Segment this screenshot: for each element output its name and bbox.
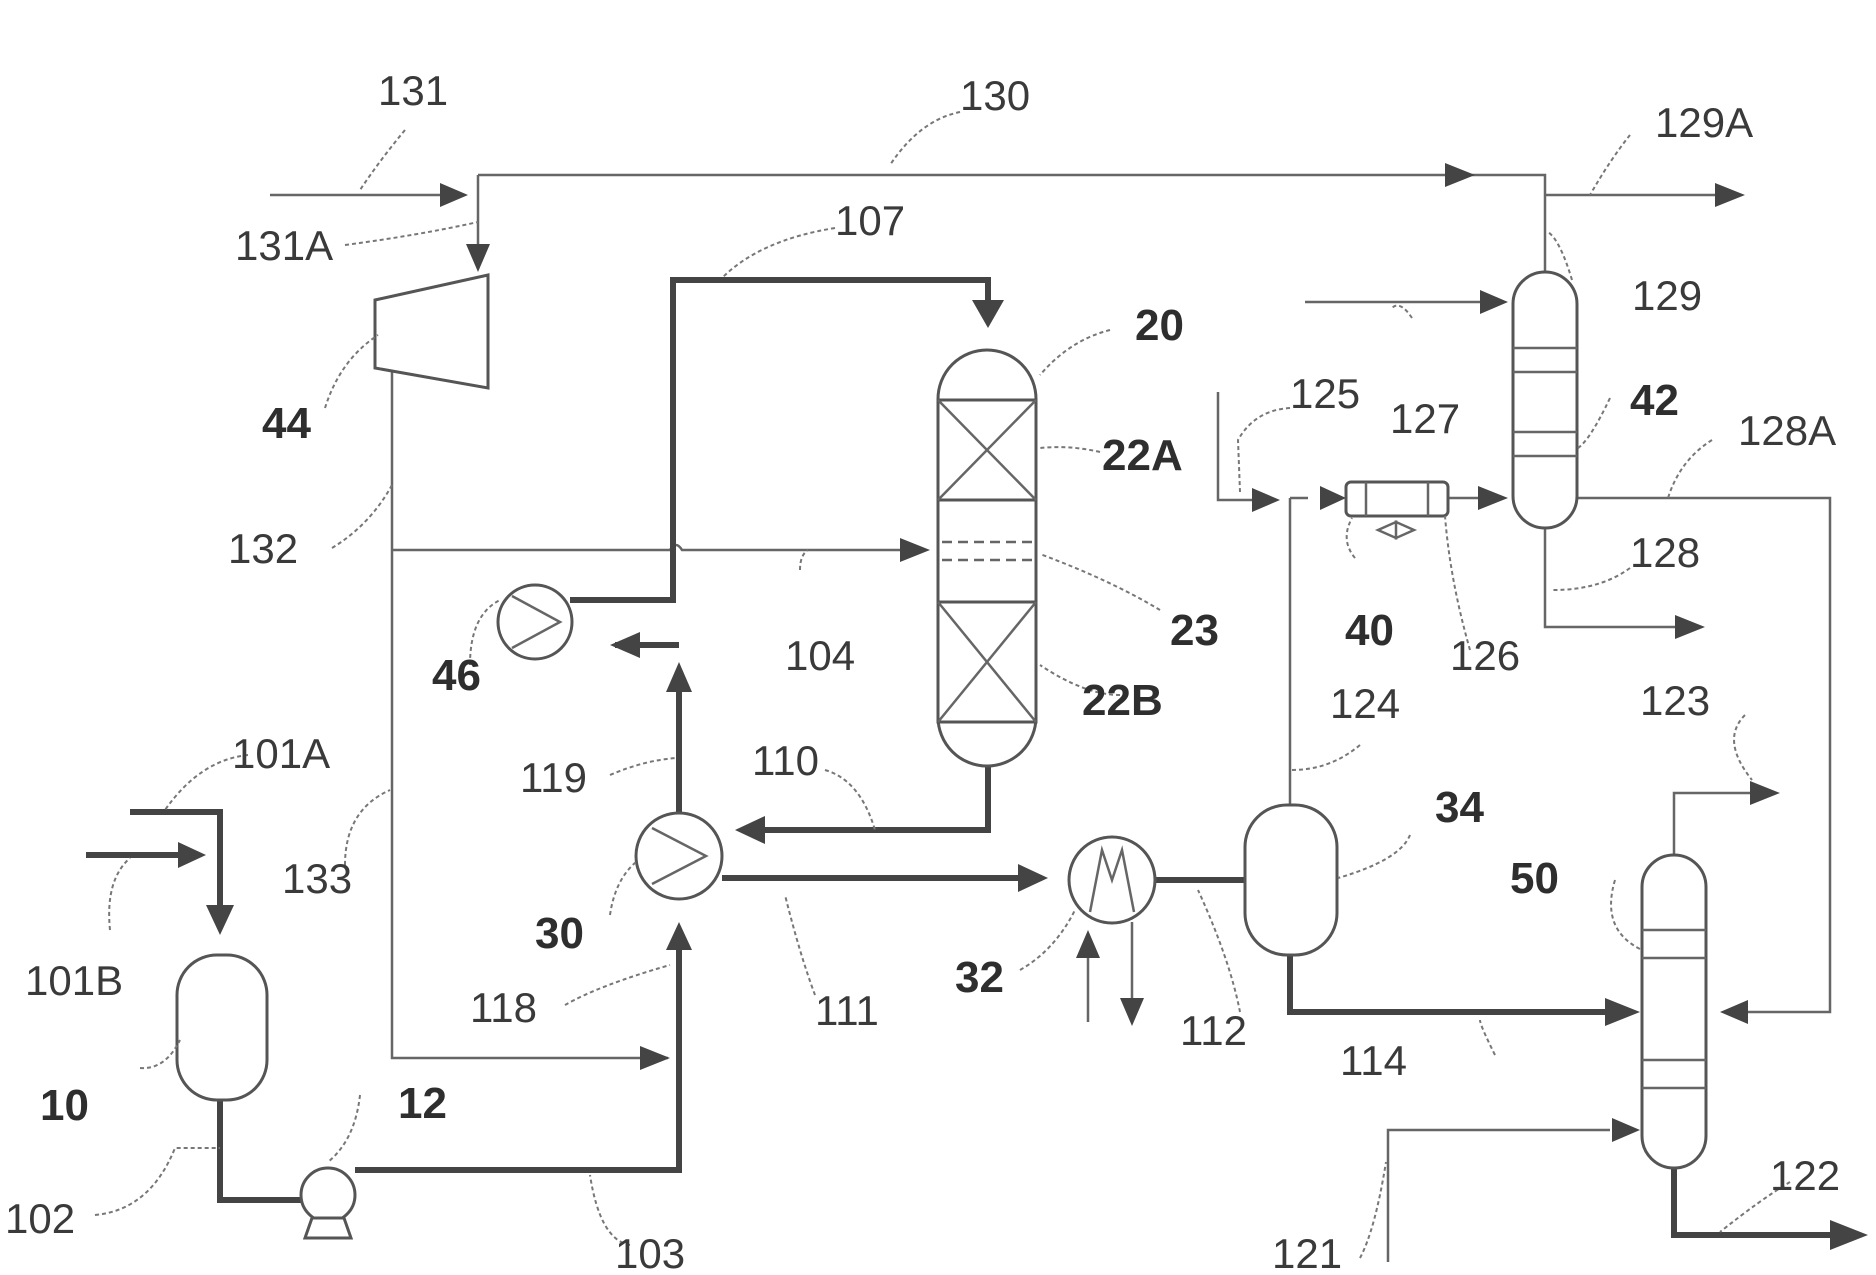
stream-label-107: 107 [835,197,905,244]
arrow-122 [1830,1220,1868,1250]
arrow-126 [1478,486,1508,510]
arrow-111 [1018,864,1048,892]
equipment-label-10: 10 [40,1081,89,1130]
arrow-133 [640,1046,670,1070]
equipment-label-20: 20 [1135,301,1184,350]
equipment-label-34: 34 [1435,783,1484,832]
stream-label-101A: 101A [232,730,330,777]
stream-label-132: 132 [228,525,298,572]
stream-label-110: 110 [752,737,819,784]
cooler-32 [1069,837,1155,923]
arrow-123 [1750,781,1780,805]
stream-label-130: 130 [960,72,1030,119]
stream-label-119: 119 [520,754,587,801]
equipment-label-22B: 22B [1082,676,1163,725]
stream-label-125: 125 [1290,370,1360,417]
arrow-114 [1605,998,1640,1026]
equipment-label-22A: 22A [1102,431,1183,480]
arrow-107 [972,300,1004,328]
stream-label-103: 103 [615,1230,685,1275]
equipment-label-42: 42 [1630,376,1679,425]
arrow-103 [666,922,692,950]
line-121 [1388,1130,1610,1262]
stream-label-129A: 129A [1655,99,1753,146]
stream-label-129: 129 [1632,272,1702,319]
stream-label-128A: 128A [1738,407,1836,454]
arrow-air-cooler-in [1320,486,1346,510]
stream-label-128: 128 [1630,529,1700,576]
stream-label-121: 121 [1272,1230,1342,1275]
stream-label-118: 118 [470,984,537,1031]
stream-label-114: 114 [1340,1037,1407,1084]
stripper-50 [1642,855,1706,1168]
arrow-128 [1675,615,1705,639]
arrow-131A [466,244,490,272]
line-132 [392,368,668,1058]
line-123 [1674,793,1758,855]
arrow-110 [735,816,765,844]
arrow-cooling-in [1076,930,1100,958]
equipment-label-23: 23 [1170,606,1219,655]
exchanger-30 [636,813,722,899]
line-102 [220,1100,303,1200]
arrow-129A [1715,183,1745,207]
line-103 [355,940,679,1170]
heater-46 [498,585,572,659]
stream-label-111: 111 [815,987,879,1034]
stream-labels: 131 131A 130 129A 107 129 125 127 128A 1… [5,67,1840,1275]
line-114 [1290,955,1610,1012]
arrow-128A [1720,1000,1748,1024]
compressor-44 [375,275,488,388]
stream-label-131: 131 [378,67,448,114]
equipment-label-40: 40 [1345,606,1394,655]
arrow-101B [178,842,206,868]
arrow-121 [1612,1118,1640,1142]
arrow-119 [666,662,692,692]
arrow-to-heater [610,632,640,658]
stream-label-112: 112 [1180,1007,1247,1054]
arrow-130 [1445,163,1475,187]
equipment-label-12: 12 [398,1079,447,1128]
separator-34 [1245,805,1337,955]
air-cooler-40 [1346,482,1448,538]
stream-label-104: 104 [785,632,855,679]
arrow-101A [206,905,234,935]
stream-label-133: 133 [282,855,352,902]
stream-label-101B: 101B [25,957,123,1004]
line-107 [570,280,988,600]
arrow-127 [1480,290,1508,314]
absorber-42 [1513,272,1577,528]
line-125 [1218,392,1264,500]
stream-label-124: 124 [1330,680,1400,727]
stream-label-131A: 131A [235,222,333,269]
equipment-label-46: 46 [432,651,481,700]
arrow-131 [440,183,468,207]
stream-label-127: 127 [1390,395,1460,442]
line-101A [130,812,220,928]
equipment-label-32: 32 [955,953,1004,1002]
arrow-cooling-out [1120,998,1144,1026]
pump-12 [301,1168,355,1238]
equipment-label-30: 30 [535,909,584,958]
equipment-label-44: 44 [262,399,311,448]
reactor-20 [938,350,1036,766]
stream-label-126: 126 [1450,632,1520,679]
stream-label-102: 102 [5,1195,75,1242]
line-130 [478,175,1545,278]
line-104 [392,545,922,550]
equipment-label-50: 50 [1510,854,1559,903]
stream-label-123: 123 [1640,677,1710,724]
feed-drum-10 [177,955,267,1100]
arrow-104 [900,538,930,562]
stream-label-122: 122 [1770,1152,1840,1199]
arrow-125 [1252,488,1280,512]
